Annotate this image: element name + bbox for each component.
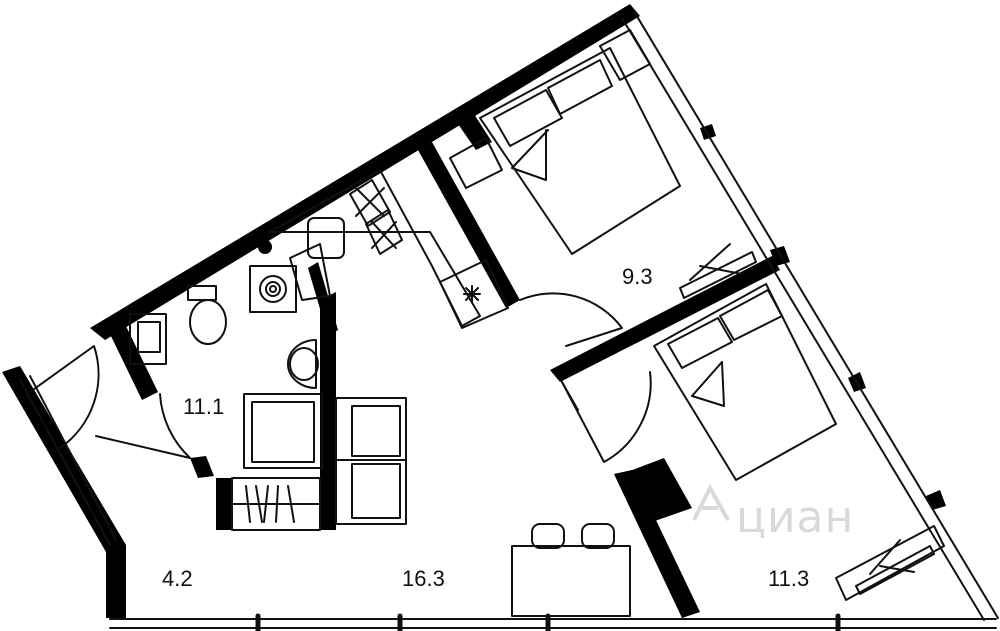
shoe-rack-hall <box>129 313 167 365</box>
washing-machine <box>249 265 297 313</box>
area-label-hall: 4.2 <box>162 566 193 591</box>
bed-bedroom-2 <box>653 283 837 481</box>
sofa <box>335 397 407 525</box>
doors <box>29 292 652 463</box>
hob-icon <box>355 187 397 249</box>
area-label-living: 16.3 <box>402 566 445 591</box>
toilet <box>187 285 227 345</box>
area-label-bedroom-2: 11.3 <box>768 566 810 591</box>
sink <box>287 339 319 389</box>
wardrobe-bedroom-1 <box>679 243 757 299</box>
shower-tray <box>243 393 323 469</box>
fan-icon <box>463 285 481 303</box>
desk-bedroom-2 <box>835 525 945 601</box>
area-label-bathroom: 11.1 <box>183 394 225 419</box>
wardrobe-hall <box>231 477 321 531</box>
area-label-bedroom-1: 9.3 <box>622 264 653 289</box>
exterior-walls <box>2 4 946 618</box>
dining-table <box>511 523 631 617</box>
windows <box>19 7 999 631</box>
nightstands-bedroom-1 <box>449 29 651 189</box>
watermark-text: циан <box>736 492 855 543</box>
bed-bedroom-1 <box>479 47 681 255</box>
kitchen-counter <box>269 169 509 329</box>
cian-logo-icon <box>692 483 730 521</box>
